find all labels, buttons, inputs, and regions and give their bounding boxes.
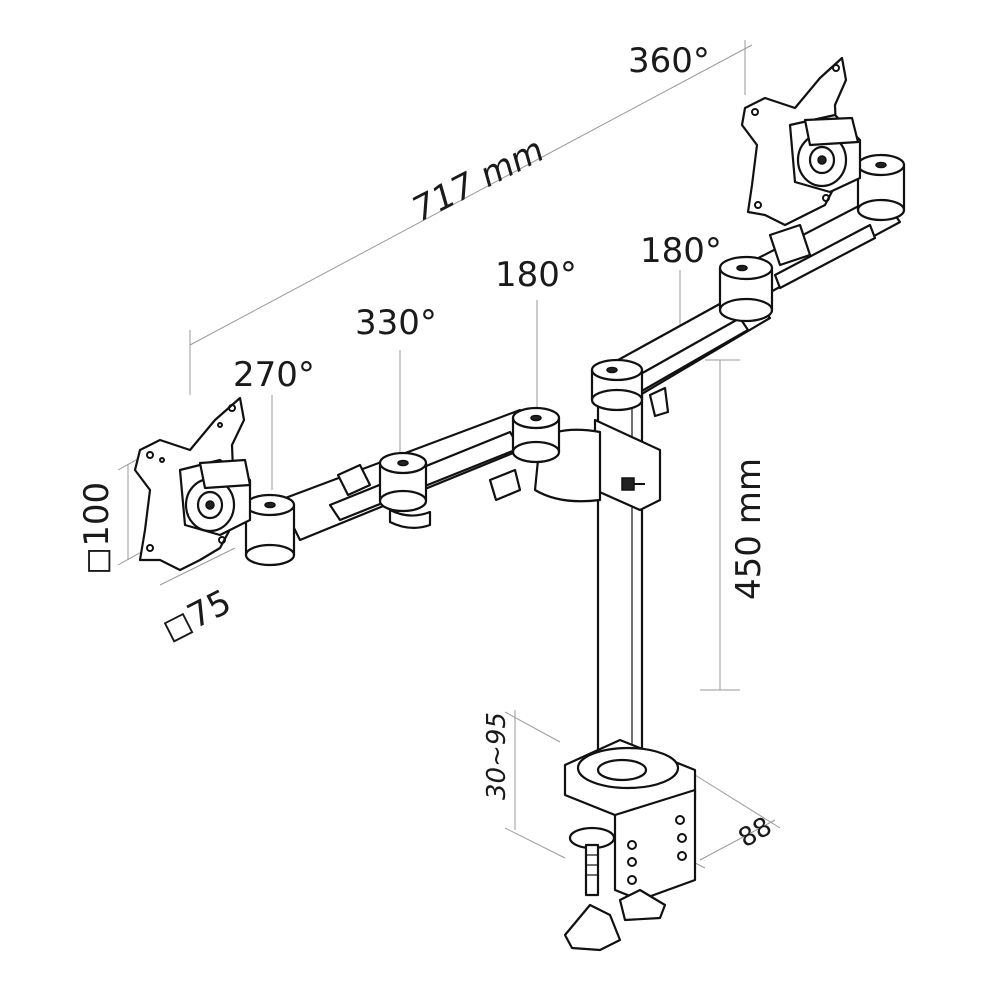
arm-span-label: 717 mm — [406, 130, 551, 230]
right-arm — [590, 153, 906, 418]
left-middle-rotation-label: 330° — [355, 303, 437, 343]
left-joint-middle — [378, 451, 428, 513]
vesa-height-label: ◻100 — [77, 482, 117, 575]
top-rotation-label: 360° — [628, 41, 710, 81]
left-joint-outer — [244, 493, 296, 567]
desk-thickness-label: 30~95 — [482, 712, 512, 800]
right-joint-middle — [718, 255, 774, 323]
desk-clamp — [563, 738, 697, 922]
left-tilt-head — [178, 458, 252, 537]
right-joint-rotation-label: 180° — [640, 231, 722, 271]
right-joint-outer — [856, 153, 906, 222]
right-tilt-head — [788, 113, 862, 194]
left-arm — [244, 406, 561, 567]
pole-height-label: 450 mm — [729, 458, 769, 600]
left-tilt-rotation-label: 270° — [233, 355, 315, 395]
right-joint-base — [590, 358, 644, 412]
dimension-lines — [117, 40, 781, 869]
clamp-depth-label: 88 — [734, 812, 778, 855]
left-joint-inner — [511, 406, 561, 464]
clamp-screw — [563, 826, 622, 952]
center-joint-rotation-label: 180° — [495, 255, 577, 295]
vesa-width-label: ◻75 — [156, 582, 238, 650]
